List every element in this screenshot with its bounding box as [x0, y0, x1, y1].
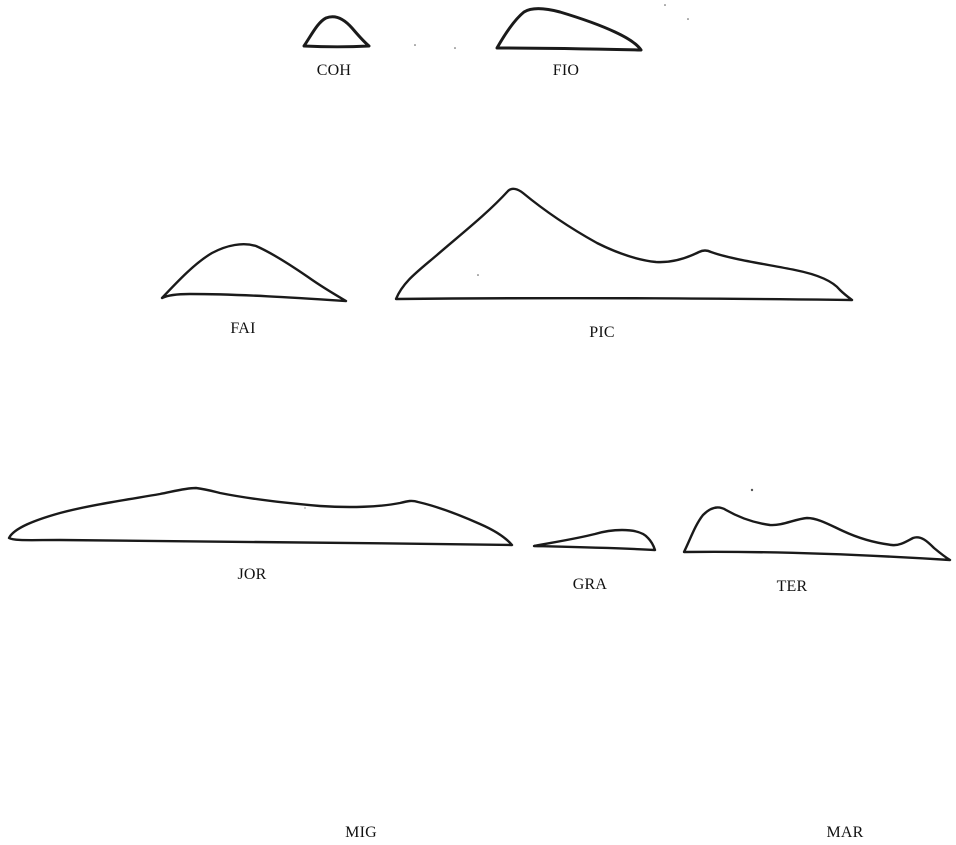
speck — [414, 44, 416, 46]
island-label-pic: PIC — [589, 324, 615, 341]
island-profile-fio — [495, 7, 643, 52]
island-label-jor: JOR — [237, 566, 267, 583]
island-profile-fai — [160, 243, 348, 303]
island-profile-pic — [394, 187, 854, 302]
speck — [454, 47, 456, 49]
speck — [687, 18, 689, 20]
island-label-coh: COH — [316, 62, 352, 79]
speck — [750, 488, 754, 492]
island-profile-jor — [7, 486, 514, 547]
island-label-fai: FAI — [230, 320, 256, 337]
speck — [664, 4, 666, 6]
island-label-mig: MIG — [345, 824, 377, 841]
island-profile-gra — [532, 528, 657, 552]
speck — [477, 274, 479, 276]
island-profile-ter — [682, 506, 952, 562]
island-label-ter: TER — [776, 578, 808, 595]
island-label-gra: GRA — [572, 576, 608, 593]
speck — [304, 507, 306, 509]
island-label-mar: MAR — [826, 824, 864, 841]
island-profile-coh — [302, 15, 371, 49]
island-label-fio: FIO — [552, 62, 580, 79]
